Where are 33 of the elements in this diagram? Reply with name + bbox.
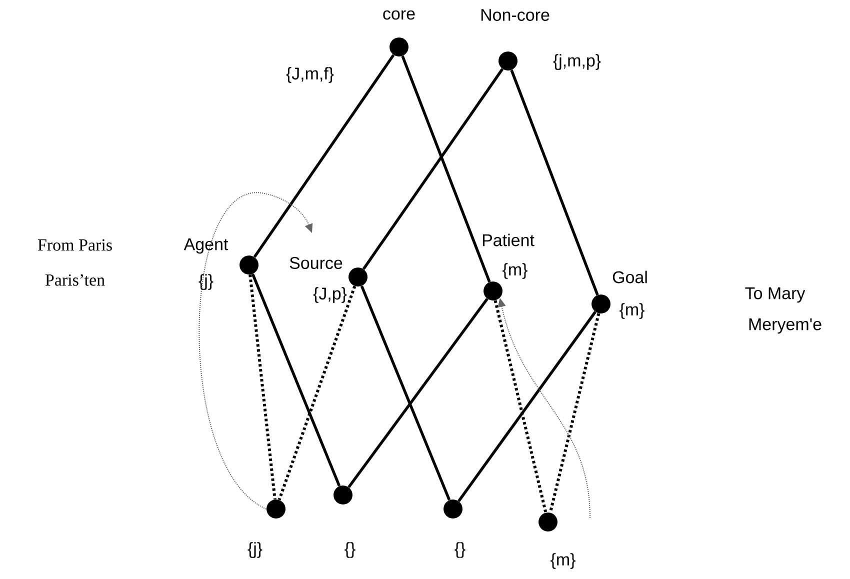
line: [251, 273, 341, 487]
set-label: {m}: [620, 303, 644, 319]
line: [510, 70, 599, 296]
line: [253, 54, 395, 258]
line: [360, 285, 451, 501]
curved-arrow: [198, 192, 313, 510]
set-label: {J,p}: [313, 287, 347, 303]
set-label: {m}: [550, 553, 576, 569]
set-label: {J,m,f}: [286, 67, 334, 83]
line: [401, 56, 491, 282]
set-label: {}: [454, 542, 466, 558]
set-label: {m}: [502, 263, 528, 279]
line: [458, 311, 596, 502]
note: From Paris: [38, 239, 112, 251]
note: Paris’ten: [45, 274, 105, 286]
set-label: {j,m,p}: [553, 54, 601, 70]
dotted-line: [278, 286, 356, 500]
line: [348, 298, 488, 488]
line: [362, 68, 504, 270]
node-label: Source: [290, 256, 342, 270]
dotted-line: [494, 300, 548, 513]
dotted-line: [548, 313, 600, 513]
node-label: core: [383, 10, 415, 20]
node-label: Non-core: [481, 9, 550, 21]
set-label: {}: [344, 542, 356, 558]
set-label: {j}: [198, 274, 214, 290]
node-label: Agent: [184, 238, 228, 254]
dotted-line: [248, 274, 276, 500]
node-label: Patient: [482, 234, 534, 246]
note: To Mary: [745, 287, 806, 303]
node-label: Goal: [612, 270, 647, 284]
set-label: {j}: [248, 542, 262, 558]
note: Meryem'e: [749, 318, 822, 334]
